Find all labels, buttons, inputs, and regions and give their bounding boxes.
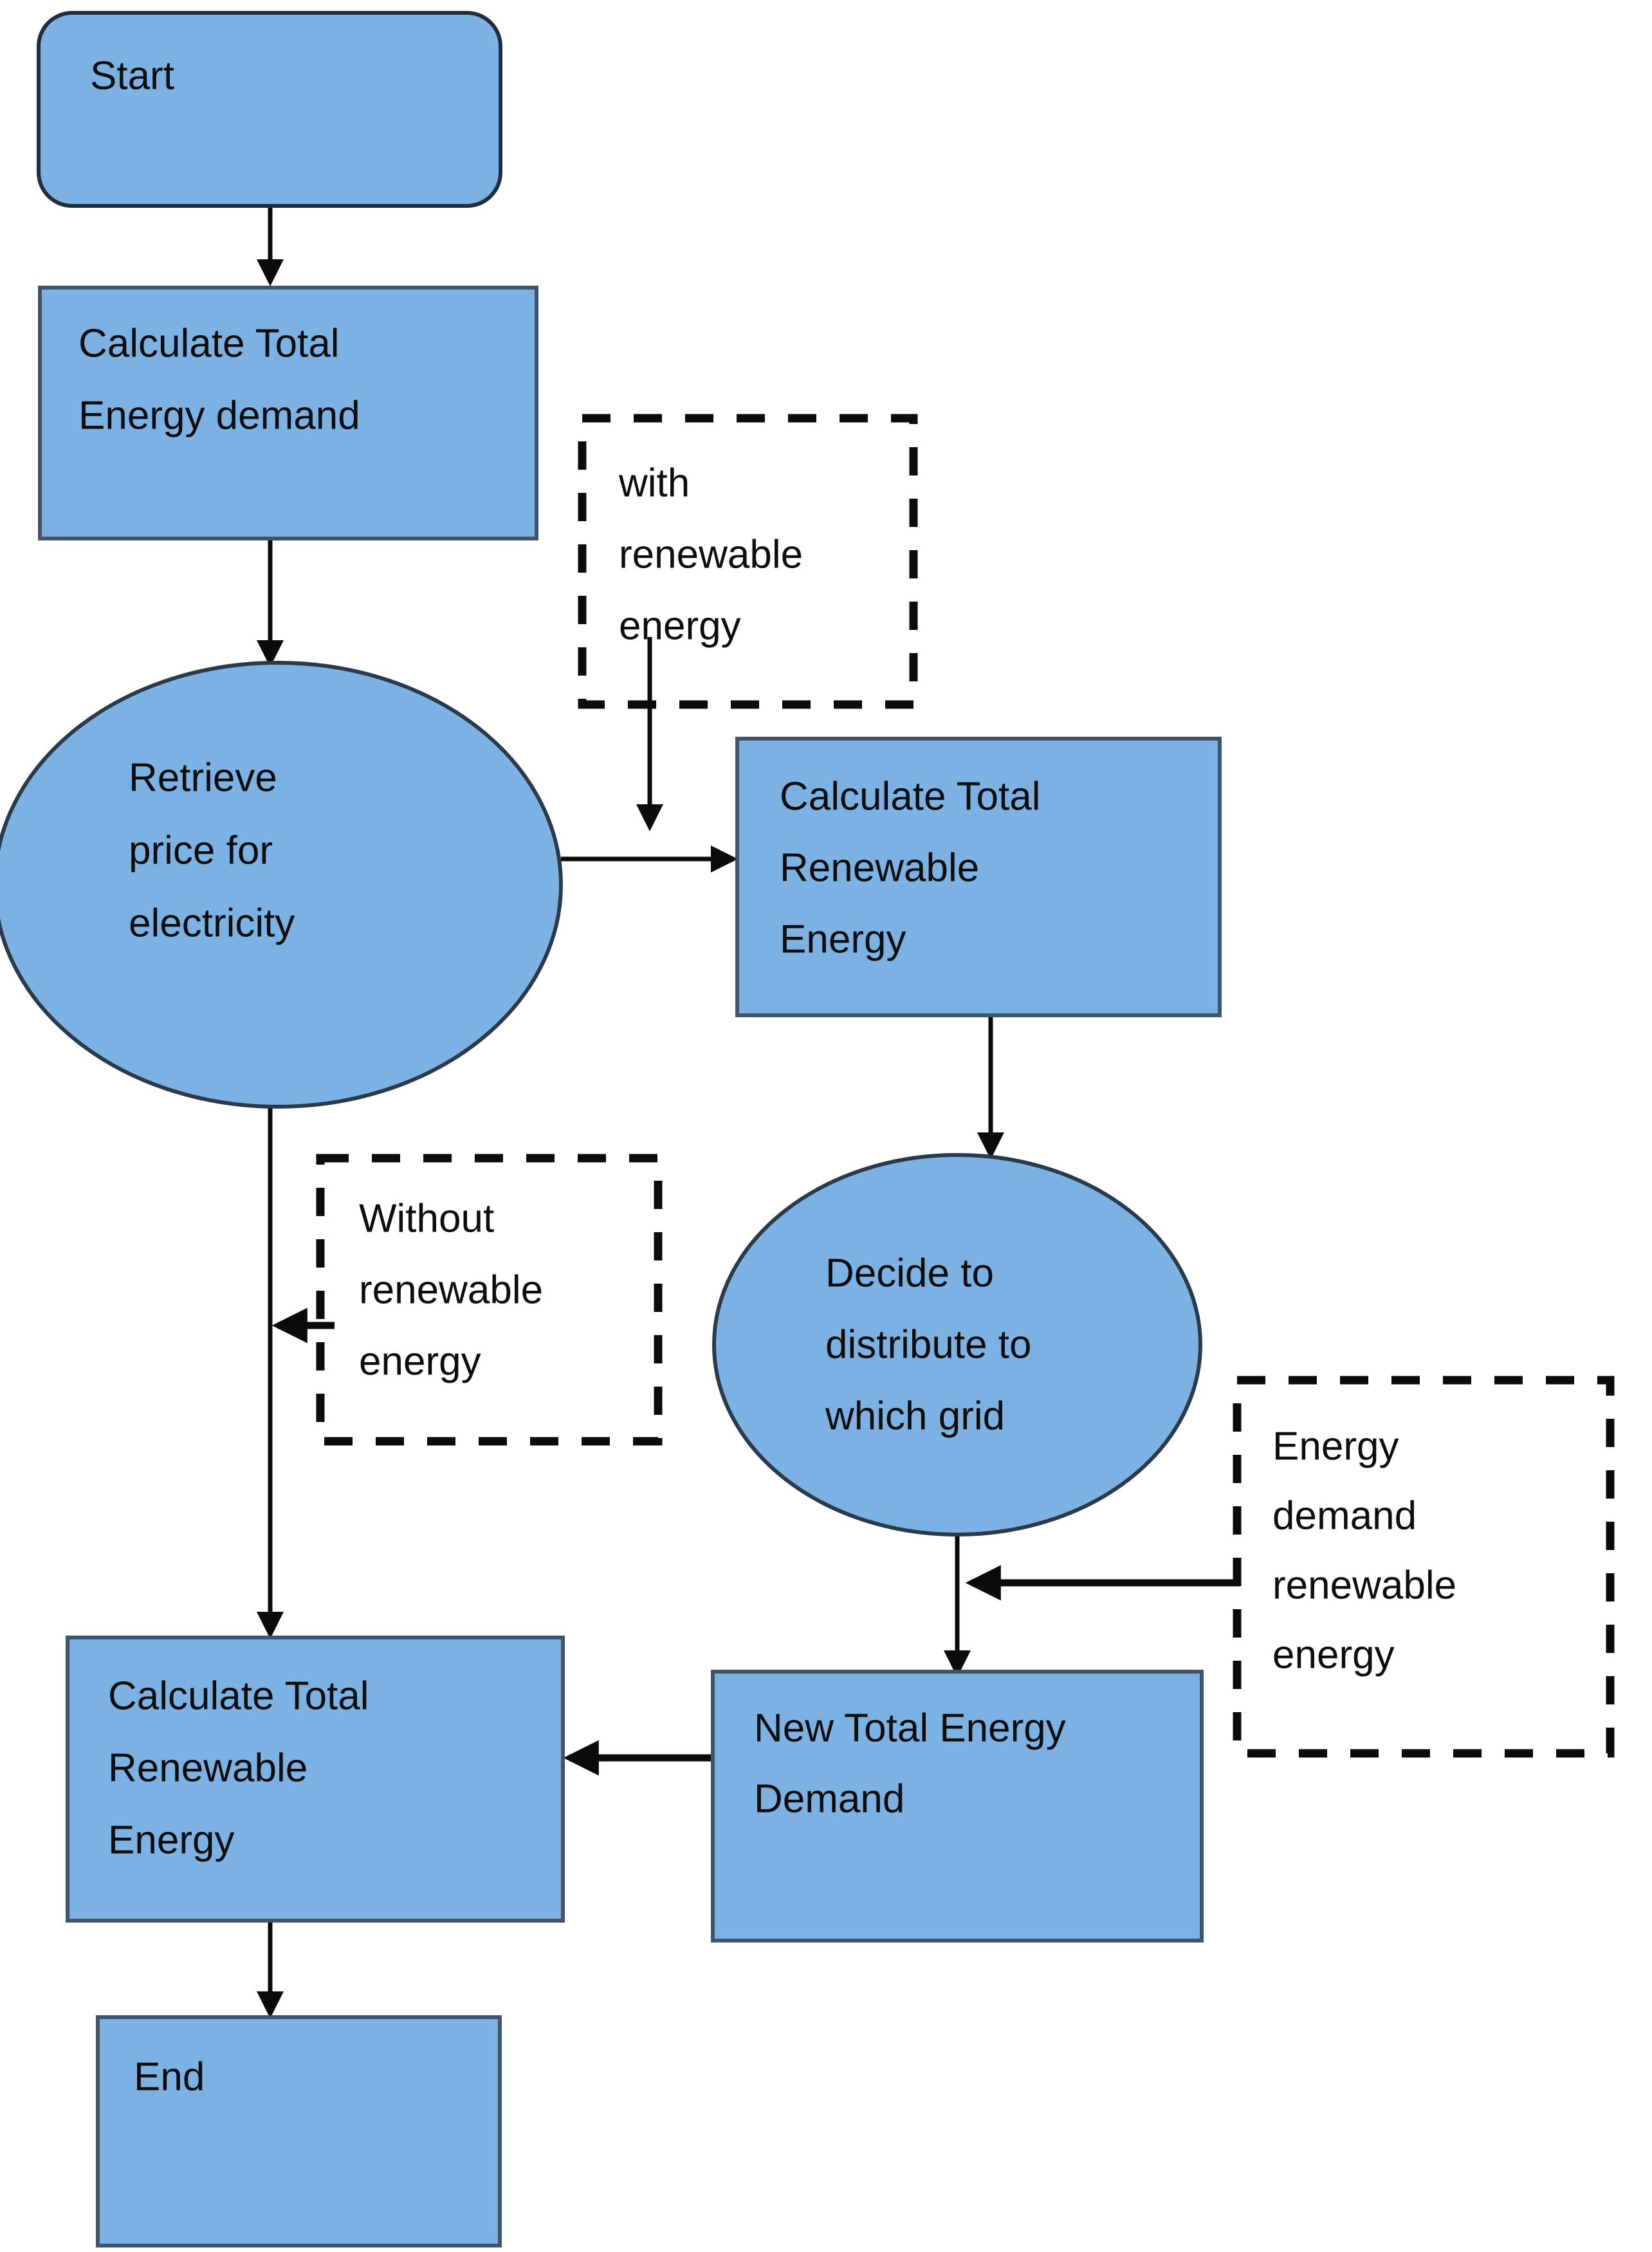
annotation-without-renewable-energy-line-0: Without [359, 1196, 494, 1241]
node-end-line-0: End [134, 2054, 205, 2099]
node-new-total-energy-demand[interactable]: New Total Energy Demand [711, 1670, 1204, 1943]
node-new-total-energy-demand-line-1: Demand [754, 1777, 904, 1821]
node-retrieve-price[interactable]: Retrieve price for electricity [0, 661, 563, 1109]
annotation-energy-demand-renewable-energy-line-3: energy [1272, 1632, 1395, 1677]
annotation-with-renewable-energy-line-1: renewable [619, 532, 803, 577]
node-retrieve-price-line-1: price for [129, 828, 273, 872]
node-calc-total-renewable-energy-bottom-line-1: Renewable [108, 1746, 307, 1790]
annotation-energy-demand-renewable-energy-line-0: Energy [1272, 1424, 1399, 1468]
annotation-energy-demand-renewable-energy-line-2: renewable [1272, 1563, 1456, 1607]
annotation-with-renewable-energy: with renewable energy [578, 414, 918, 709]
annotation-without-renewable-energy-line-1: renewable [359, 1268, 543, 1312]
annotation-energy-demand-renewable-energy-line-1: demand [1272, 1493, 1417, 1538]
node-new-total-energy-demand-line-0: New Total Energy [754, 1706, 1066, 1750]
node-calc-total-energy-demand[interactable]: Calculate Total Energy demand [38, 286, 538, 540]
node-calc-total-energy-demand-line-1: Energy demand [78, 393, 360, 438]
node-calc-total-renewable-energy-top-line-1: Renewable [780, 845, 979, 890]
annotation-with-renewable-energy-line-0: with [618, 461, 690, 505]
node-calc-total-renewable-energy-bottom-line-2: Energy [108, 1818, 234, 1862]
node-end[interactable]: End [96, 2015, 502, 2247]
node-retrieve-price-line-2: electricity [129, 901, 295, 945]
node-calc-total-energy-demand-line-0: Calculate Total [78, 321, 340, 365]
node-calc-total-renewable-energy-bottom-line-0: Calculate Total [108, 1674, 369, 1718]
node-decide-distribute-grid-line-2: which grid [825, 1394, 1005, 1438]
node-start[interactable]: Start [37, 11, 502, 208]
annotation-energy-demand-renewable-energy: Energy demand renewable energy [1233, 1376, 1615, 1758]
node-calc-total-renewable-energy-top-line-0: Calculate Total [780, 774, 1041, 818]
node-decide-distribute-grid[interactable]: Decide to distribute to which grid [712, 1153, 1202, 1537]
annotation-without-renewable-energy: Without renewable energy [316, 1154, 663, 1446]
annotation-without-renewable-energy-line-2: energy [359, 1339, 481, 1383]
annotation-with-renewable-energy-line-2: energy [619, 604, 741, 648]
node-retrieve-price-line-0: Retrieve [129, 755, 277, 800]
node-calc-total-renewable-energy-bottom[interactable]: Calculate Total Renewable Energy [66, 1636, 565, 1923]
node-calc-total-renewable-energy-top[interactable]: Calculate Total Renewable Energy [735, 737, 1222, 1017]
node-decide-distribute-grid-line-1: distribute to [825, 1322, 1032, 1367]
node-start-line-0: Start [90, 53, 174, 98]
node-calc-total-renewable-energy-top-line-2: Energy [780, 917, 906, 961]
node-decide-distribute-grid-line-0: Decide to [825, 1251, 994, 1295]
